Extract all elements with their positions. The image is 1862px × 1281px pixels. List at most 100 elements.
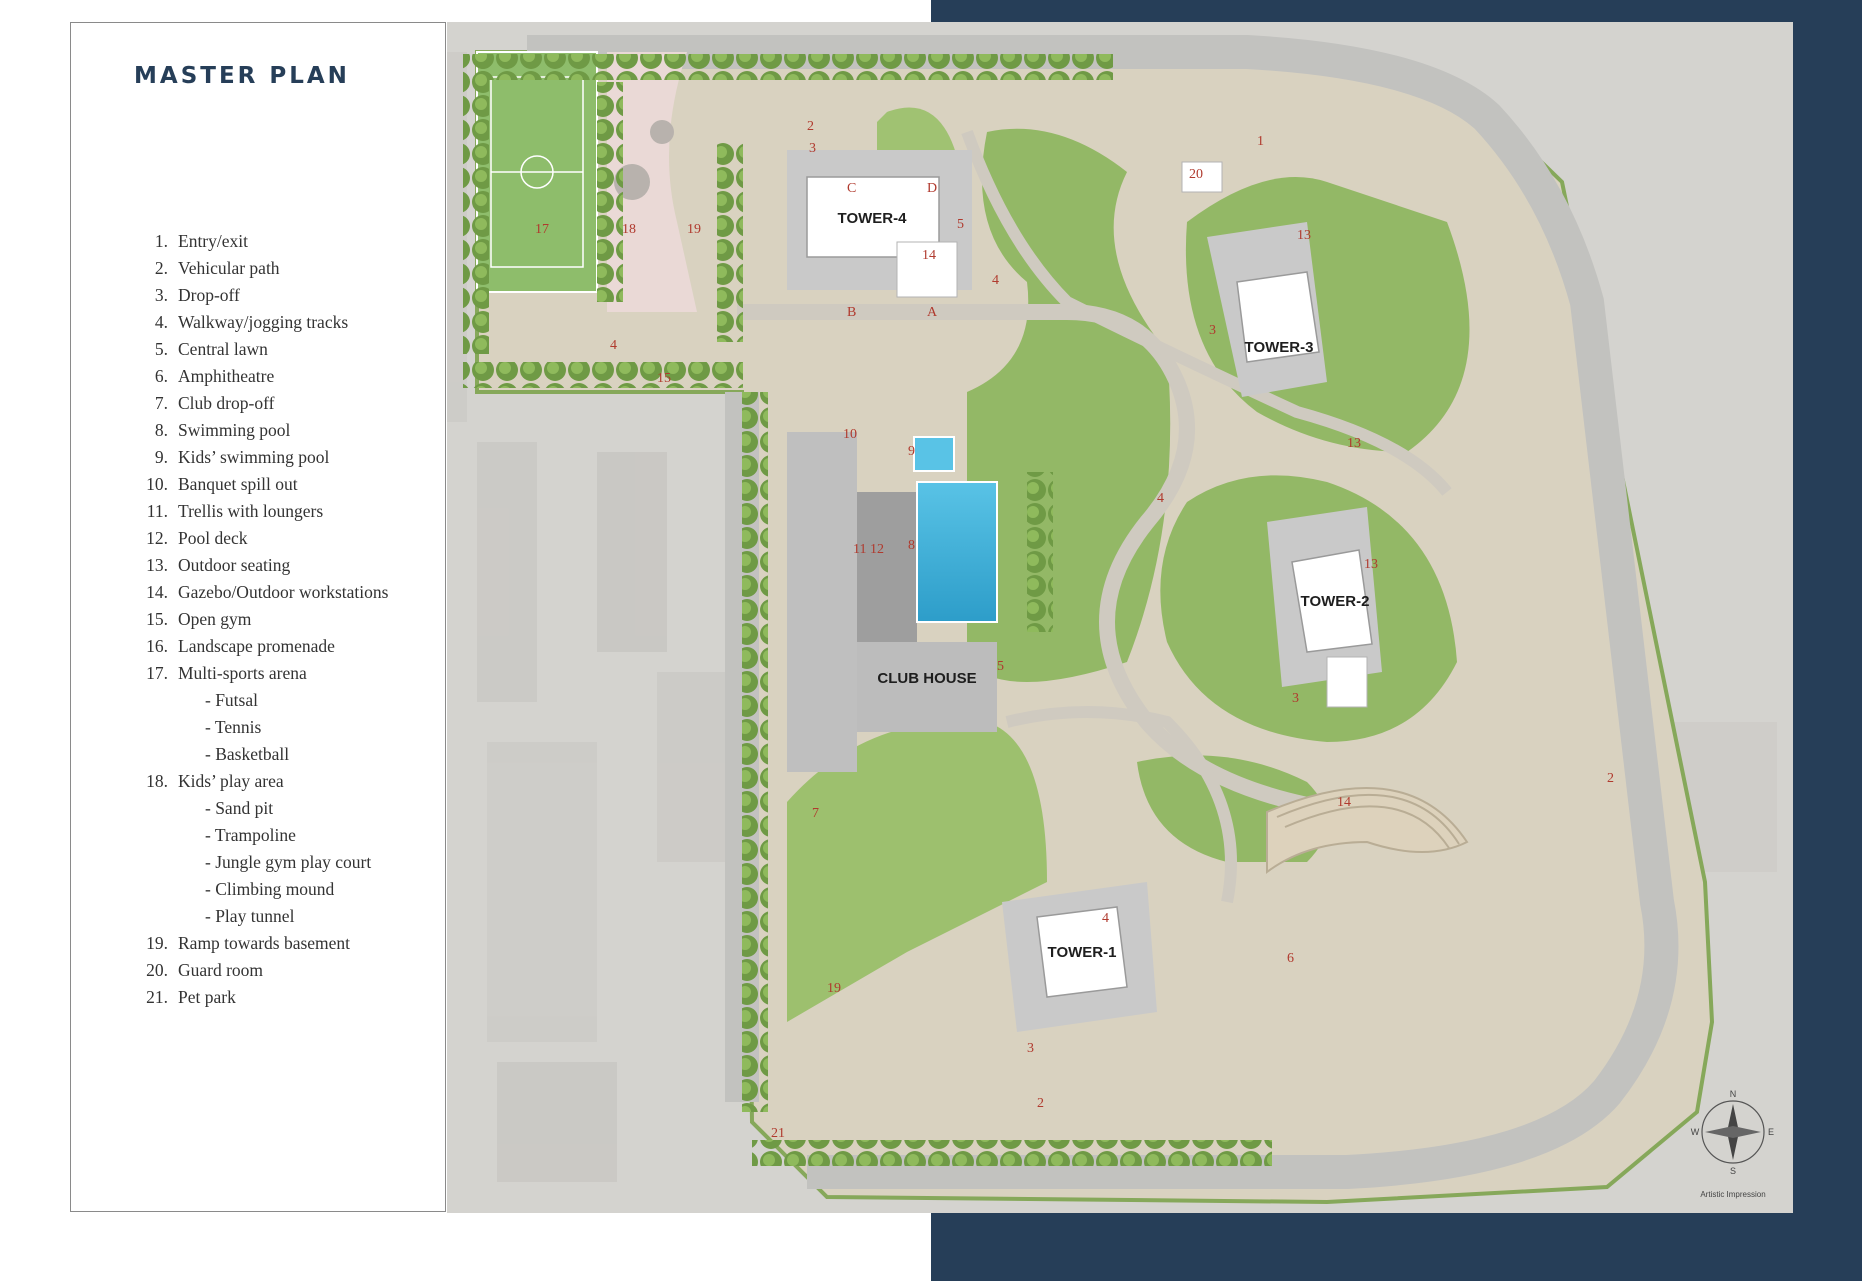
compass-n: N <box>1730 1089 1737 1099</box>
south-lawn <box>787 721 1047 1022</box>
legend-item-number: 13. <box>146 555 168 575</box>
zone-12-label: 12 <box>870 542 884 557</box>
tree-row-west-south <box>463 362 743 388</box>
legend-subitem: - Tennis <box>205 717 262 737</box>
zone-14-label-south: 14 <box>1337 795 1351 810</box>
legend-item-number: 18. <box>146 771 168 791</box>
tower-4-label: TOWER-4 <box>838 210 908 227</box>
legend-item: 10.Banquet spill out <box>134 471 388 498</box>
zone-5-label: 5 <box>957 217 964 232</box>
legend-item-number: 3. <box>154 285 168 305</box>
legend-item: 21.Pet park <box>134 984 388 1011</box>
walkway-path-south <box>1005 706 1237 904</box>
legend-item: 3.Drop-off <box>134 282 388 309</box>
legend-item: 16.Landscape promenade <box>134 633 388 660</box>
zone-6-label: 6 <box>1287 951 1294 966</box>
tree-row-west <box>742 392 768 1112</box>
tower-2-label: TOWER-2 <box>1301 593 1370 610</box>
legend-item-number: 21. <box>146 987 168 1007</box>
zone-19-label-south: 19 <box>827 981 841 996</box>
legend-subitem: - Climbing mound <box>205 879 335 899</box>
legend-item: 14.Gazebo/Outdoor workstations <box>134 579 388 606</box>
zone-2-label-east: 2 <box>1607 771 1614 786</box>
legend-item-label: Kids’ swimming pool <box>178 447 330 467</box>
zone-3-label-south: 3 <box>1027 1041 1034 1056</box>
swimming-pool <box>916 481 998 623</box>
legend-item: 5. Central lawn <box>134 336 388 363</box>
legend-item-label: Banquet spill out <box>178 474 298 494</box>
legend-item-number: 7. <box>154 393 168 413</box>
legend-item-number: 20. <box>146 960 168 980</box>
legend-subitem: - Futsal <box>205 690 258 710</box>
legend-item-label: Outdoor seating <box>178 555 291 575</box>
zone-11-label: 11 <box>853 542 866 557</box>
page-title: MASTER PLAN <box>134 63 350 89</box>
tree-row-pool <box>1027 472 1053 632</box>
legend-item-number: 4. <box>154 312 168 332</box>
tree-row-sports-east <box>597 82 623 302</box>
legend-item-label: Pool deck <box>178 528 248 548</box>
legend-item-label: Swimming pool <box>178 420 291 440</box>
legend-item-label: Gazebo/Outdoor workstations <box>178 582 389 602</box>
amphitheatre <box>1266 787 1469 874</box>
tower-1-label: TOWER-1 <box>1048 944 1117 961</box>
legend-subitem: - Sand pit <box>205 798 274 818</box>
zone-7-label: 7 <box>812 806 819 821</box>
tree-row-south <box>752 1140 1272 1166</box>
guard-room <box>1181 161 1223 193</box>
legend-item: 12. Pool deck <box>134 525 388 552</box>
zone-19-label: 19 <box>687 222 701 237</box>
tower-4-wing-d: D <box>927 181 937 196</box>
legend-item-label: Club drop-off <box>178 393 275 413</box>
zone-9-label: 9 <box>908 444 915 459</box>
compass-s: S <box>1730 1166 1736 1176</box>
zone-13-label-south: 13 <box>1364 557 1378 572</box>
legend-item: 1.Entry/exit <box>134 228 388 255</box>
zone-13-label: 13 <box>1297 228 1311 243</box>
zone-10-label: 10 <box>843 427 857 442</box>
legend-item-number: 17. <box>146 663 168 683</box>
tree-row-ramp <box>717 142 743 342</box>
zone-1-label: 1 <box>1257 134 1264 149</box>
zone-5-label-south: 5 <box>997 659 1004 674</box>
tower-4-wing-b: B <box>847 305 856 320</box>
tower-2-block <box>1267 507 1382 687</box>
legend-item-number: 11. <box>146 501 168 521</box>
zone-4-label-south: 4 <box>1102 911 1109 926</box>
legend-item: 7. Club drop-off <box>134 390 388 417</box>
legend-item-number: 16. <box>146 636 168 656</box>
legend-subitem: - Jungle gym play court <box>205 852 372 872</box>
legend-item-number: 6. <box>154 366 168 386</box>
legend-item: 11. Trellis with loungers <box>134 498 388 525</box>
legend-item-label: Central lawn <box>178 339 268 359</box>
zone-4-label-west: 4 <box>610 338 617 353</box>
zone-15-label: 15 <box>657 371 671 386</box>
tower-4-wing-a: A <box>927 305 938 320</box>
legend-item-label: Walkway/jogging tracks <box>178 312 349 332</box>
legend-item-number: 1. <box>154 231 168 251</box>
kids-play-area <box>607 52 697 312</box>
legend-item-label: Multi-sports arena <box>178 663 307 683</box>
artistic-impression-caption: Artistic Impression <box>1700 1190 1765 1199</box>
legend-item: 18. Kids’ play area <box>134 768 388 795</box>
legend-item: 4. Walkway/jogging tracks <box>134 309 388 336</box>
legend-item-number: 12. <box>146 528 168 548</box>
legend-item-label: Trellis with loungers <box>178 501 324 521</box>
legend-subitem: - Basketball <box>205 744 290 764</box>
tree-row-north <box>463 54 1113 80</box>
legend-item-number: 5. <box>154 339 168 359</box>
legend-subitem: - Trampoline <box>205 825 296 845</box>
legend-item-label: Guard room <box>178 960 264 980</box>
club-house-label: CLUB HOUSE <box>877 670 976 687</box>
zone-18-label: 18 <box>622 222 636 237</box>
zone-3-label-east: 3 <box>1209 323 1216 338</box>
zone-2-label-south: 2 <box>1037 1096 1044 1111</box>
tree-row-sports <box>463 54 489 354</box>
site-plan-map[interactable]: TOWER-4 TOWER-3 TOWER-2 TOWER-1 CLUB HOU… <box>447 22 1793 1213</box>
legend-subitem: - Play tunnel <box>205 906 295 926</box>
legend-item: 13. Outdoor seating <box>134 552 388 579</box>
legend-item: 17. Multi-sports arena <box>134 660 388 687</box>
zone-8-label: 8 <box>908 538 915 553</box>
legend-item-label: Kids’ play area <box>178 771 284 791</box>
